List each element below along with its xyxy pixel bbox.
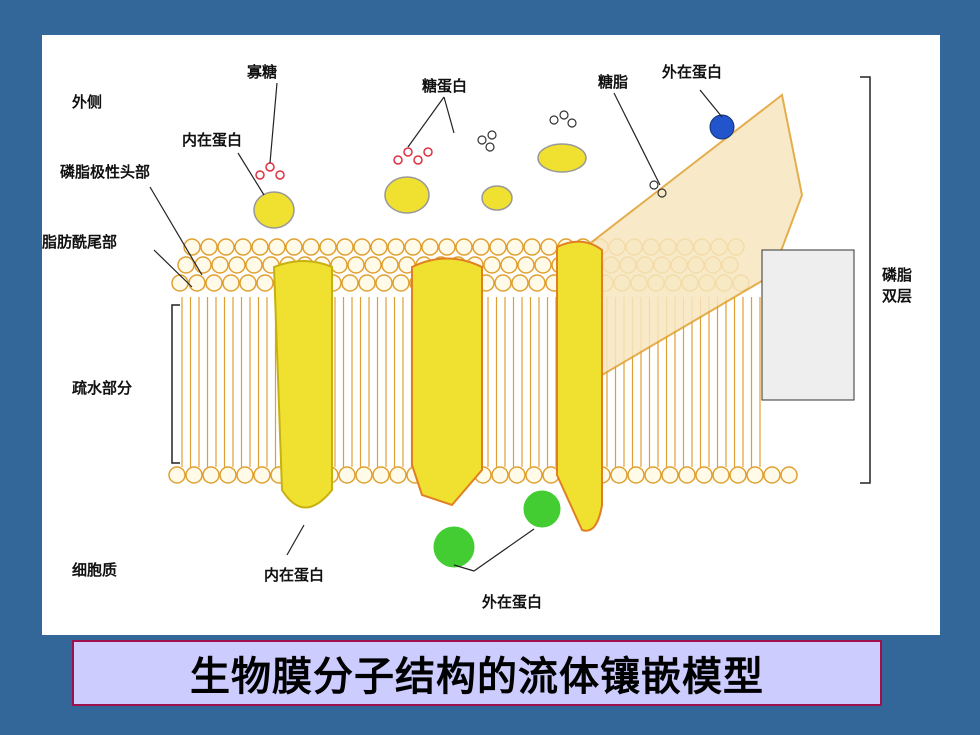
label-bilayer-1: 磷脂 xyxy=(882,266,912,284)
sugar-chains xyxy=(255,147,433,180)
integral-protein-right xyxy=(556,240,603,532)
sugar-chains-black xyxy=(477,110,667,198)
label-peripheral-top: 外在蛋白 xyxy=(661,63,722,81)
diagram-panel: 外侧 寡糖 糖蛋白 糖脂 外在蛋白 内在蛋白 磷脂极性头部 脂肪酰尾部 疏水部分… xyxy=(42,35,940,635)
integral-protein-surface xyxy=(253,191,295,229)
label-outside: 外侧 xyxy=(71,93,102,111)
caption-box: 生物膜分子结构的流体镶嵌模型 xyxy=(72,640,882,706)
bilayer-bracket xyxy=(860,76,871,484)
hydrophobic-bracket xyxy=(171,304,180,464)
caption-title: 生物膜分子结构的流体镶嵌模型 xyxy=(190,654,764,700)
label-glycoprotein: 糖蛋白 xyxy=(422,77,467,95)
peripheral-protein-green-1 xyxy=(430,523,478,571)
peripheral-protein-green-2 xyxy=(520,487,564,531)
label-oligosaccharide: 寡糖 xyxy=(246,63,277,81)
label-integral-bottom: 内在蛋白 xyxy=(264,566,324,584)
integral-protein-middle xyxy=(411,257,483,507)
bilayer-cut-face xyxy=(761,249,855,401)
label-glycolipid: 糖脂 xyxy=(598,73,628,91)
integral-protein-left xyxy=(272,260,333,509)
glycoprotein-bump xyxy=(384,176,430,214)
peripheral-protein-blue xyxy=(709,114,735,140)
glycolipid-bump xyxy=(537,143,587,173)
pointer-lines xyxy=(149,82,723,572)
label-cytoplasm: 细胞质 xyxy=(72,561,117,579)
label-hydrophobic: 疏水部分 xyxy=(72,379,132,397)
label-integral-top: 内在蛋白 xyxy=(182,131,242,149)
membrane-diagram: 外侧 寡糖 糖蛋白 糖脂 外在蛋白 内在蛋白 磷脂极性头部 脂肪酰尾部 疏水部分… xyxy=(42,63,912,611)
label-bilayer-2: 双层 xyxy=(882,287,912,305)
glycoprotein-bump-2 xyxy=(481,185,513,211)
label-polar-head: 磷脂极性头部 xyxy=(60,163,150,181)
label-peripheral-bottom: 外在蛋白 xyxy=(481,593,542,611)
label-fatty-tail: 脂肪酰尾部 xyxy=(42,233,117,251)
